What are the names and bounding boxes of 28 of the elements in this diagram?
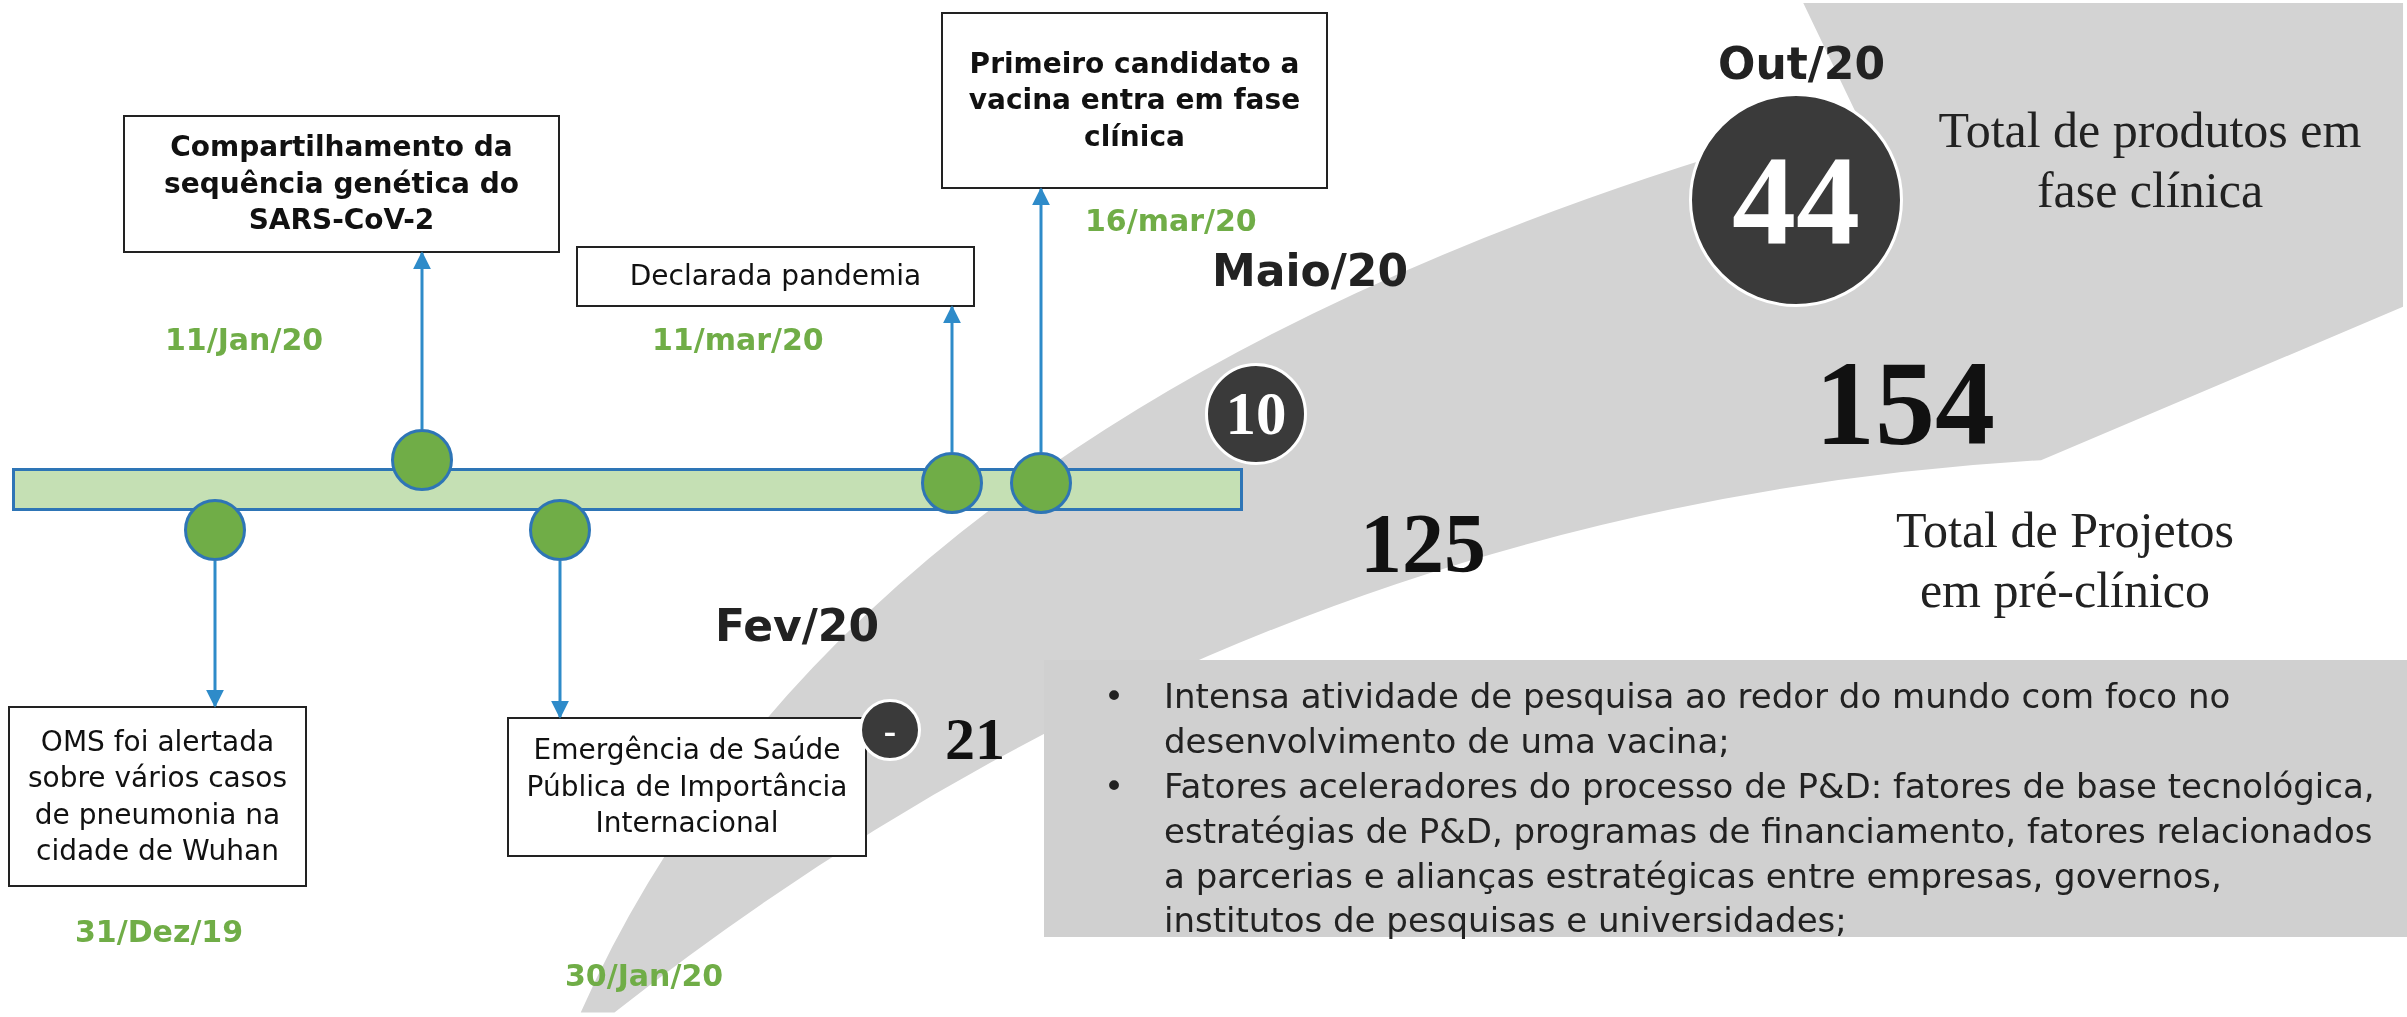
bullet-mark: • [1103,764,1126,808]
date-label: 31/Dez/19 [75,914,244,949]
event-box: Emergência de Saúde Pública de Importância Internacional [507,717,867,857]
arrow [943,305,961,452]
count-number: 21 [945,705,1005,774]
bullet-mark: • [1103,675,1126,718]
month-label: Out/20 [1718,38,1886,89]
date-label: 11/Jan/20 [165,322,324,357]
arrow [206,561,224,708]
event-box: Declarada pandemia [576,246,975,307]
count-number: 154 [1815,336,1995,472]
event-box: OMS foi alertada sobre vários casos de pneumonia na cidade de Wuhan [8,706,307,887]
arrow [551,561,569,719]
event-box: Compartilhamento da sequência genética do SARS-CoV-2 [123,115,560,253]
date-label: 16/mar/20 [1085,203,1257,238]
caption-text: Total de Projetos em pré-clínico [1894,501,2236,620]
month-label: Fev/20 [715,600,880,651]
date-label: 11/mar/20 [652,322,824,357]
bullet-text: Intensa atividade de pesquisa ao redor do mundo com foco no desenvolvimento de uma vacina; [1164,675,2232,763]
arrow [1032,187,1050,452]
month-label: Maio/20 [1212,245,1409,296]
text-panel [1044,660,2407,937]
count-number: 125 [1360,496,1486,592]
arrow [413,251,431,429]
caption-text: Total de produtos em fase clínica [1937,101,2363,220]
event-box: Primeiro candidato a vacina entra em fase clínica [941,12,1328,189]
date-label: 30/Jan/20 [565,958,724,993]
bullet-text: Fatores aceleradores do processo de P&D: fatores de base tecnológica, estratégias de P&D, programas de financiamento, fatores relacionados a parcerias e alianças estratégicas entre empresas, governos, institutos de pesquisas e universidades; [1164,764,2376,943]
